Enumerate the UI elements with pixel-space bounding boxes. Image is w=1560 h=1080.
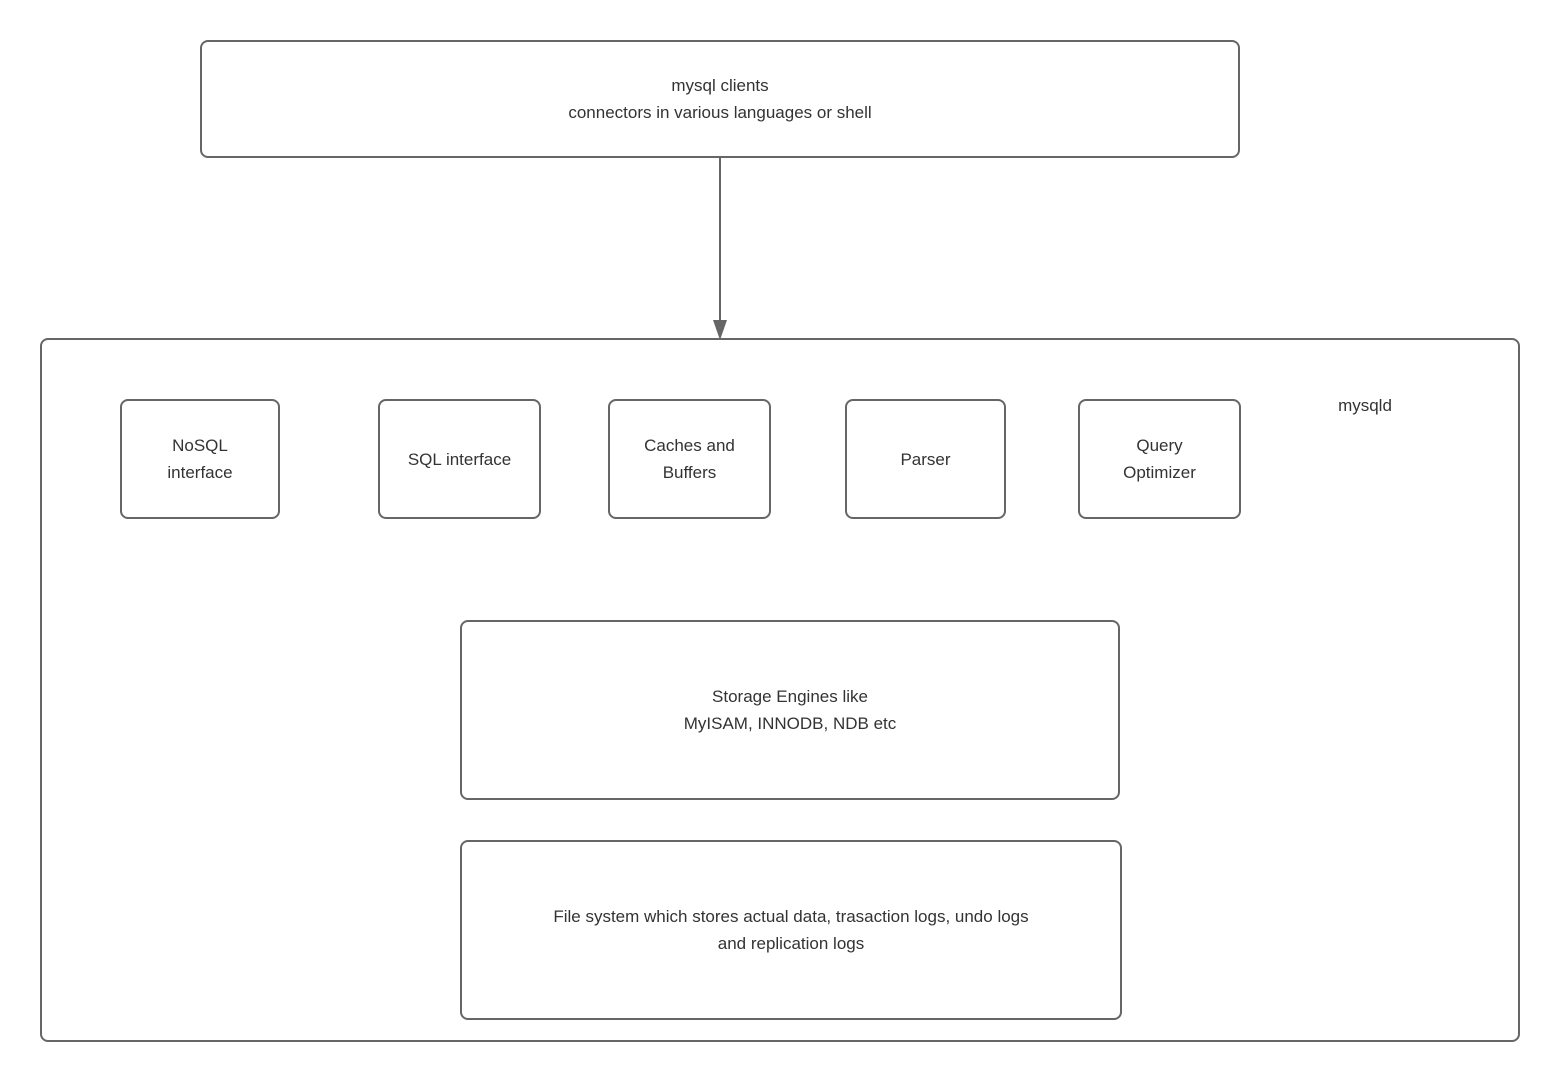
component-box-query-optimizer: Query Optimizer xyxy=(1078,399,1241,519)
file-system-label: File system which stores actual data, tr… xyxy=(553,907,1029,953)
nosql-interface-label: NoSQL interface xyxy=(167,436,233,482)
storage-engines-label: Storage Engines like MyISAM, INNODB, NDB… xyxy=(683,687,897,733)
mysqld-container-label: mysqld xyxy=(1338,396,1392,415)
parser-label: Parser xyxy=(900,449,951,469)
down-arrow-connector xyxy=(713,158,727,340)
mysqld-container-box xyxy=(40,338,1520,1042)
sql-interface-label: SQL interface xyxy=(407,449,512,469)
component-box-parser: Parser xyxy=(845,399,1006,519)
component-box-nosql-interface: NoSQL interface xyxy=(120,399,280,519)
mysql-clients-box: mysql clients connectors in various lang… xyxy=(200,40,1240,158)
storage-engines-box: Storage Engines like MyISAM, INNODB, NDB… xyxy=(460,620,1120,800)
query-optimizer-label: Query Optimizer xyxy=(1123,436,1196,482)
caches-buffers-label: Caches and Buffers xyxy=(644,436,735,482)
component-box-caches-buffers: Caches and Buffers xyxy=(608,399,771,519)
mysql-clients-label: mysql clients connectors in various lang… xyxy=(568,76,872,122)
component-box-sql-interface: SQL interface xyxy=(378,399,541,519)
file-system-box: File system which stores actual data, tr… xyxy=(460,840,1122,1020)
